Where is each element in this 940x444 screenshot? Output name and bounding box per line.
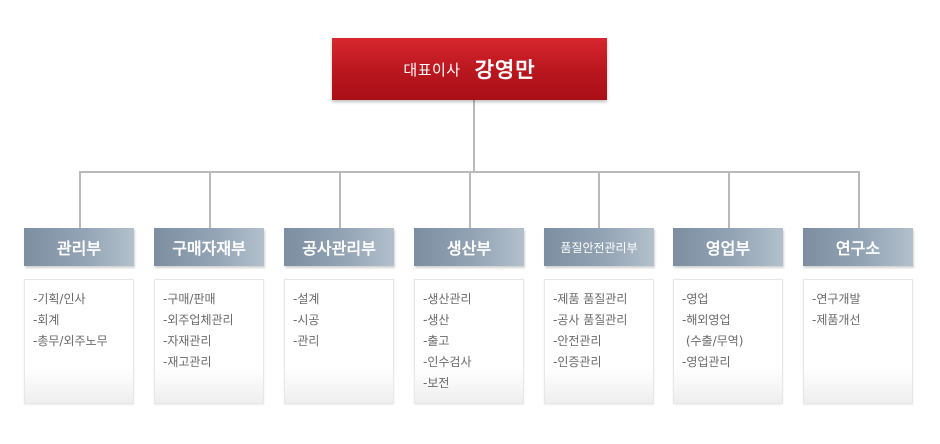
duty-item: -보전 <box>423 376 450 390</box>
duty-item: -인수검사 <box>423 355 472 369</box>
duty-item: (수출/무역) <box>682 334 744 348</box>
department-duties-card: -설계 -시공 -관리 <box>284 279 394 404</box>
duty-item: -해외영업 <box>682 313 731 327</box>
branch-line <box>858 171 860 228</box>
department-duties-list: -영업 -해외영업 (수출/무역) -영업관리 <box>682 289 782 373</box>
duty-item: -인증관리 <box>553 355 602 369</box>
duty-item: -총무/외주노무 <box>33 334 108 348</box>
department-header: 영업부 <box>673 228 783 266</box>
duty-item: -설계 <box>293 292 320 306</box>
duty-item: -출고 <box>423 334 450 348</box>
duty-item: -제품개선 <box>812 313 861 327</box>
department-header: 구매자재부 <box>154 228 264 266</box>
department-header: 연구소 <box>803 228 913 266</box>
duty-item: -생산관리 <box>423 292 472 306</box>
branch-line <box>79 171 81 228</box>
department-duties-card: -영업 -해외영업 (수출/무역) -영업관리 <box>673 279 783 404</box>
department-duties-list: -구매/판매 -외주업체관리 -자재관리 -재고관리 <box>163 289 263 373</box>
department-duties-card: -기획/인사 -회계 -총무/외주노무 <box>24 279 134 404</box>
ceo-title: 대표이사 <box>403 60 461 79</box>
duty-item: -구매/판매 <box>163 292 216 306</box>
duty-item: -회계 <box>33 313 60 327</box>
department-duties-card: -생산관리 -생산 -출고 -인수검사 -보전 <box>414 279 524 404</box>
department-quality-safety: 품질안전관리부 -제품 품질관리 -공사 품질관리 -안전관리 -인증관리 <box>544 228 654 404</box>
department-header: 생산부 <box>414 228 524 266</box>
duty-item: -제품 품질관리 <box>553 292 628 306</box>
duty-item: -시공 <box>293 313 320 327</box>
duty-item: -외주업체관리 <box>163 313 234 327</box>
ceo-trunk-line <box>473 100 475 172</box>
department-construction: 공사관리부 -설계 -시공 -관리 <box>284 228 394 404</box>
department-duties-list: -제품 품질관리 -공사 품질관리 -안전관리 -인증관리 <box>553 289 653 373</box>
department-header: 공사관리부 <box>284 228 394 266</box>
department-management: 관리부 -기획/인사 -회계 -총무/외주노무 <box>24 228 134 404</box>
department-sales: 영업부 -영업 -해외영업 (수출/무역) -영업관리 <box>673 228 783 404</box>
duty-item: -연구개발 <box>812 292 861 306</box>
department-header: 품질안전관리부 <box>544 228 654 266</box>
duty-item: -관리 <box>293 334 320 348</box>
branch-line <box>339 171 341 228</box>
duty-item: -자재관리 <box>163 334 212 348</box>
branch-line <box>209 171 211 228</box>
department-header: 관리부 <box>24 228 134 266</box>
department-purchasing: 구매자재부 -구매/판매 -외주업체관리 -자재관리 -재고관리 <box>154 228 264 404</box>
duty-item: -재고관리 <box>163 355 212 369</box>
department-research-lab: 연구소 -연구개발 -제품개선 <box>803 228 913 404</box>
branch-line <box>728 171 730 228</box>
branch-line <box>598 171 600 228</box>
duty-item: -영업관리 <box>682 355 731 369</box>
ceo-box: 대표이사 강영만 <box>332 38 607 100</box>
department-duties-card: -연구개발 -제품개선 <box>803 279 913 404</box>
department-production: 생산부 -생산관리 -생산 -출고 -인수검사 -보전 <box>414 228 524 404</box>
department-duties-list: -설계 -시공 -관리 <box>293 289 393 352</box>
department-duties-card: -구매/판매 -외주업체관리 -자재관리 -재고관리 <box>154 279 264 404</box>
branch-line <box>469 171 471 228</box>
duty-item: -영업 <box>682 292 709 306</box>
duty-item: -기획/인사 <box>33 292 86 306</box>
department-duties-list: -생산관리 -생산 -출고 -인수검사 -보전 <box>423 289 523 394</box>
ceo-name: 강영만 <box>474 58 536 82</box>
duty-item: -공사 품질관리 <box>553 313 628 327</box>
department-duties-list: -연구개발 -제품개선 <box>812 289 912 331</box>
department-duties-list: -기획/인사 -회계 -총무/외주노무 <box>33 289 133 352</box>
duty-item: -생산 <box>423 313 450 327</box>
duty-item: -안전관리 <box>553 334 602 348</box>
department-duties-card: -제품 품질관리 -공사 품질관리 -안전관리 -인증관리 <box>544 279 654 404</box>
